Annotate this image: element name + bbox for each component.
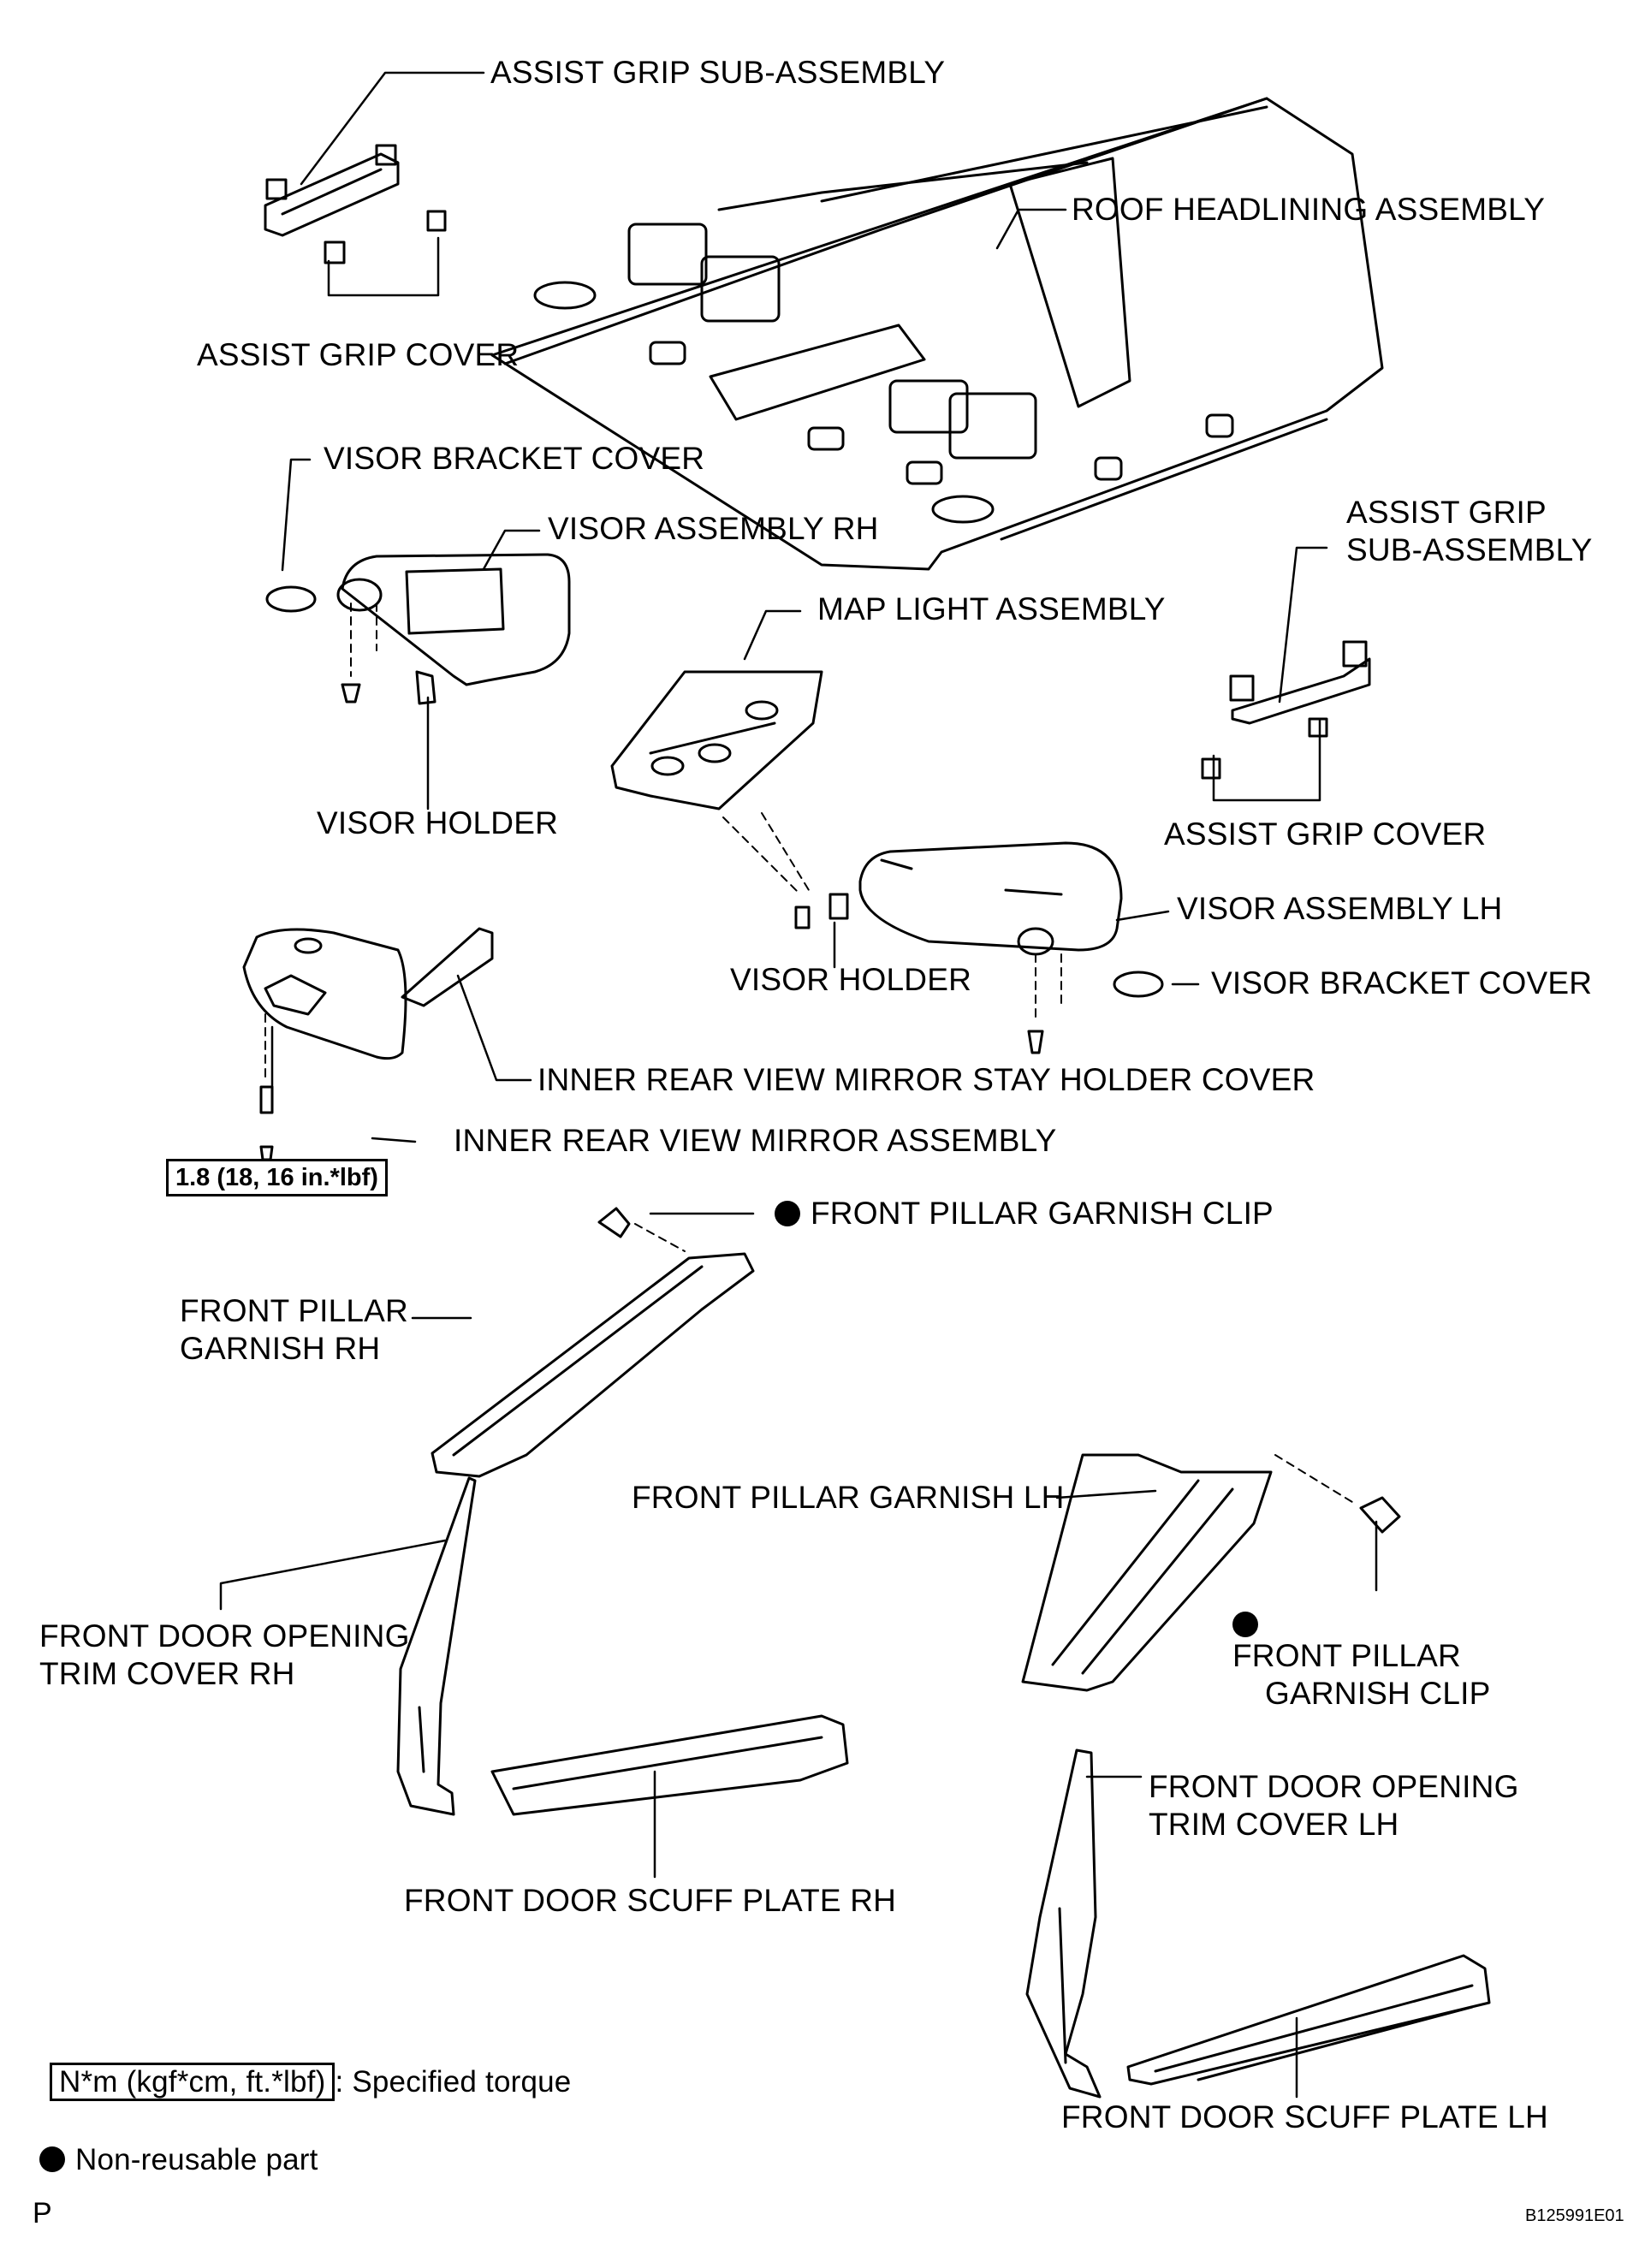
label-visor-holder-lh: VISOR HOLDER xyxy=(730,962,972,997)
label-line: FRONT DOOR OPENING xyxy=(1149,1769,1519,1804)
scuff-plate-rh-drawing xyxy=(490,1714,849,1816)
label-visor-bracket-cover-lh: VISOR BRACKET COVER xyxy=(1211,965,1593,1000)
label-line: ASSIST GRIP xyxy=(1346,495,1547,530)
label-line: FRONT PILLAR xyxy=(1232,1612,1491,1675)
door-opening-trim-rh-drawing xyxy=(396,1476,477,1816)
label-mirror-stay-holder-cover: INNER REAR VIEW MIRROR STAY HOLDER COVER xyxy=(537,1062,1315,1097)
leader-lines xyxy=(219,71,1378,2099)
label-front-door-scuff-plate-lh: FRONT DOOR SCUFF PLATE LH xyxy=(1061,2099,1548,2134)
label-line: GARNISH RH xyxy=(180,1331,381,1366)
mirror-bolt-drawing xyxy=(259,1145,274,1161)
label-line: GARNISH CLIP xyxy=(1265,1676,1491,1711)
label-visor-assembly-rh: VISOR ASSEMBLY RH xyxy=(548,511,879,546)
map-light-drawing xyxy=(610,670,849,929)
dashed-guides xyxy=(264,603,1353,1503)
label-visor-assembly-lh: VISOR ASSEMBLY LH xyxy=(1177,891,1503,926)
label-line: FRONT PILLAR xyxy=(180,1293,408,1328)
label-front-door-scuff-plate-rh: FRONT DOOR SCUFF PLATE RH xyxy=(404,1883,897,1918)
label-front-pillar-garnish-clip-rh: FRONT PILLAR GARNISH CLIP xyxy=(775,1195,1274,1232)
label-text: FRONT PILLAR GARNISH CLIP xyxy=(811,1196,1274,1231)
scuff-plate-lh-drawing xyxy=(1126,1954,1491,2086)
page-marker: P xyxy=(33,2197,52,2229)
label-front-door-opening-trim-lh: FRONT DOOR OPENING TRIM COVER LH xyxy=(1149,1768,1519,1843)
roof-headlining-drawing xyxy=(490,97,1384,571)
label-front-pillar-garnish-rh: FRONT PILLAR GARNISH RH xyxy=(180,1292,408,1368)
label-assist-grip-sub-assembly-lh: ASSIST GRIP SUB-ASSEMBLY xyxy=(1346,494,1593,569)
torque-spec-box: 1.8 (18, 16 in.*lbf) xyxy=(166,1159,388,1196)
label-line: FRONT DOOR OPENING xyxy=(39,1618,410,1654)
assist-grip-rh-drawing xyxy=(264,144,447,264)
label-assist-grip-cover-rh: ASSIST GRIP COVER xyxy=(197,337,520,372)
label-front-pillar-garnish-lh: FRONT PILLAR GARNISH LH xyxy=(632,1480,1065,1515)
door-opening-trim-lh-drawing xyxy=(1025,1748,1102,2099)
label-assist-grip-cover-lh: ASSIST GRIP COVER xyxy=(1164,816,1487,852)
front-pillar-garnish-lh-drawing xyxy=(1021,1453,1401,1692)
label-map-light-assembly: MAP LIGHT ASSEMBLY xyxy=(817,591,1166,626)
label-mirror-assembly: INNER REAR VIEW MIRROR ASSEMBLY xyxy=(454,1123,1057,1158)
legend-torque-text: : Specified torque xyxy=(335,2065,572,2099)
label-roof-headlining-assembly: ROOF HEADLINING ASSEMBLY xyxy=(1072,192,1546,227)
legend-non-reusable-text: Non-reusable part xyxy=(75,2143,318,2176)
visor-lh-drawing xyxy=(858,841,1164,1054)
non-reusable-dot-icon xyxy=(1232,1612,1258,1637)
label-line: SUB-ASSEMBLY xyxy=(1346,532,1593,567)
label-front-pillar-garnish-clip-lh: FRONT PILLAR GARNISH CLIP xyxy=(1232,1612,1491,1713)
label-front-door-opening-trim-rh: FRONT DOOR OPENING TRIM COVER RH xyxy=(39,1618,410,1693)
mirror-drawing xyxy=(242,927,494,1114)
figure-code: B125991E01 xyxy=(1525,2206,1624,2225)
legend-torque: N*m (kgf*cm, ft.*lbf): Specified torque xyxy=(50,2063,571,2101)
label-line: TRIM COVER LH xyxy=(1149,1807,1399,1842)
label-visor-bracket-cover-rh: VISOR BRACKET COVER xyxy=(324,441,705,476)
non-reusable-dot-icon xyxy=(39,2146,65,2172)
assist-grip-lh-drawing xyxy=(1201,640,1371,780)
label-visor-holder-rh: VISOR HOLDER xyxy=(317,805,559,840)
legend-non-reusable: Non-reusable part xyxy=(39,2141,318,2179)
front-pillar-garnish-rh-drawing xyxy=(431,1207,755,1478)
legend-torque-unit-box: N*m (kgf*cm, ft.*lbf) xyxy=(50,2063,336,2101)
label-assist-grip-sub-assembly-rh: ASSIST GRIP SUB-ASSEMBLY xyxy=(490,55,946,90)
label-line: TRIM COVER RH xyxy=(39,1656,295,1691)
non-reusable-dot-icon xyxy=(775,1201,800,1226)
visor-rh-drawing xyxy=(265,553,571,705)
label-text: FRONT PILLAR xyxy=(1232,1638,1461,1673)
